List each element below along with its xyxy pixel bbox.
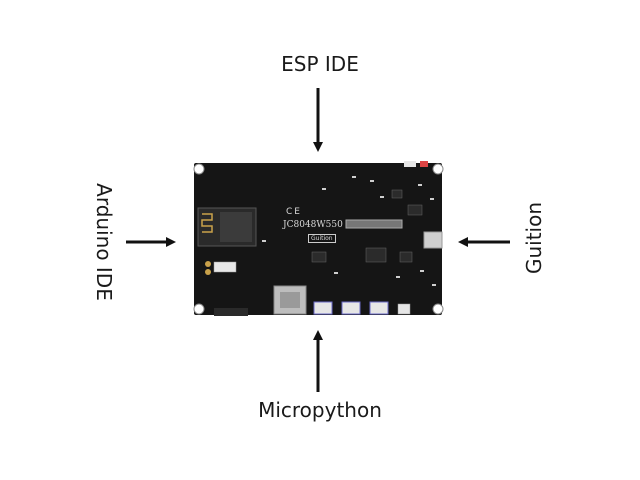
dev-board bbox=[193, 161, 444, 316]
board-brand-text: Guition bbox=[308, 234, 336, 243]
label-micropython: Micropython bbox=[258, 398, 382, 422]
label-guition: Guition bbox=[522, 201, 546, 275]
board-model-text: JC8048W550 bbox=[283, 220, 343, 230]
label-arduino-ide: Arduino IDE bbox=[92, 183, 116, 301]
label-esp-ide: ESP IDE bbox=[281, 52, 359, 76]
board-certification-marks: CE bbox=[286, 207, 302, 217]
